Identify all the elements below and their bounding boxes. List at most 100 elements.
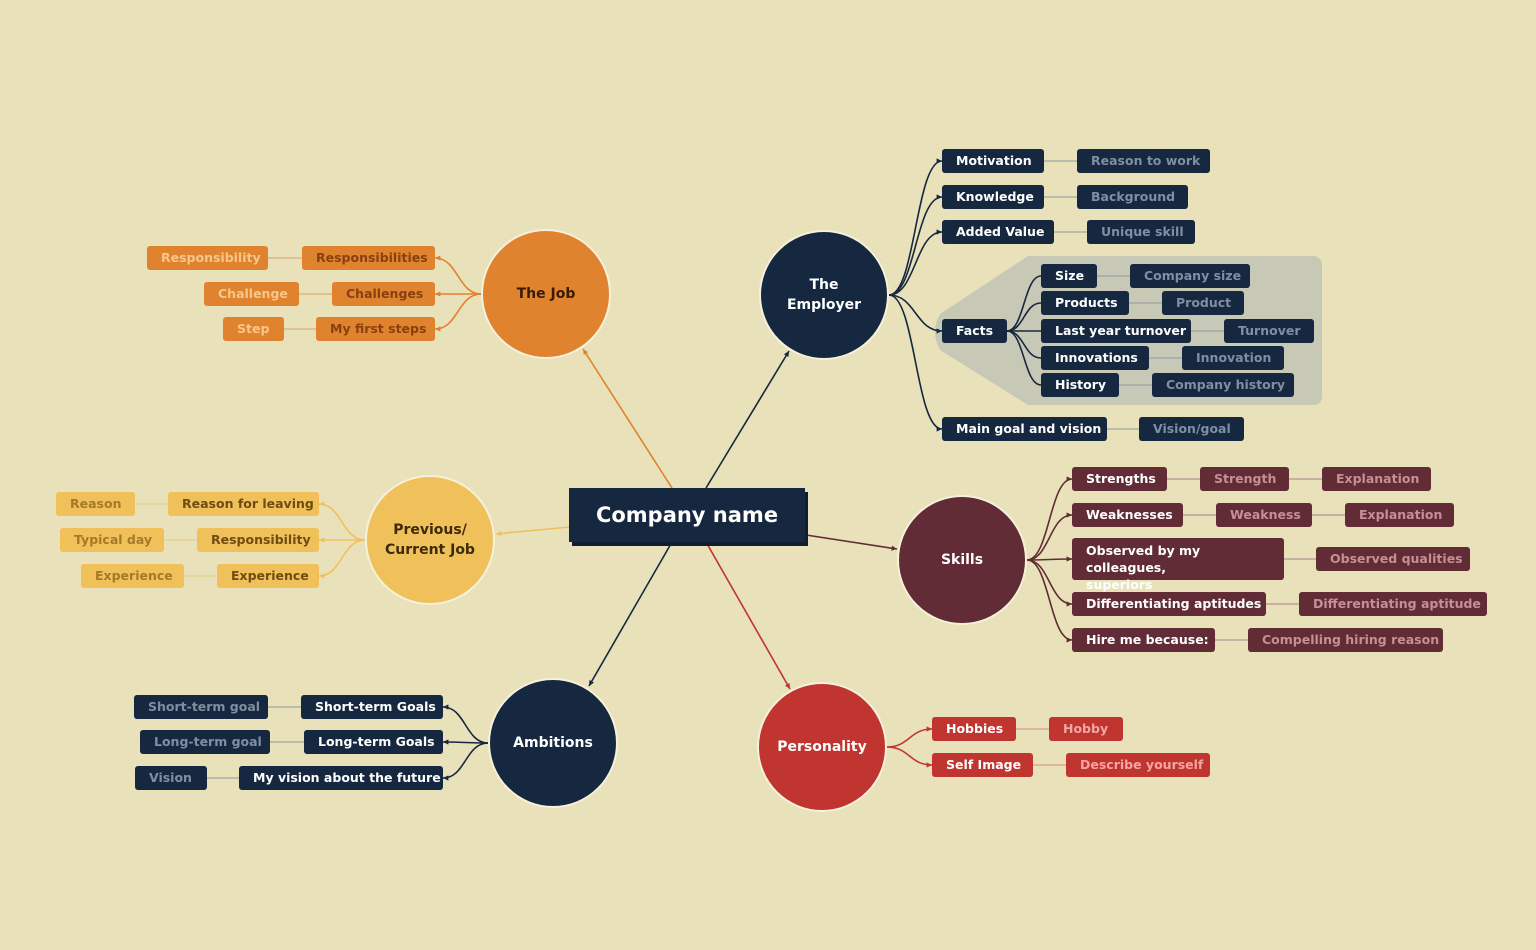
ambitions-subtopic-1[interactable]: Long-term Goals [304, 730, 443, 754]
link-employer-0-arrow [936, 158, 942, 164]
skills-subtopic-0[interactable]: Strengths [1072, 467, 1167, 491]
job-subtopic-2[interactable]: My first steps [316, 317, 435, 341]
link-employer-4-arrow [936, 426, 942, 432]
skills-subtopic-2[interactable]: Observed by my colleagues, superiors [1072, 538, 1284, 592]
skills-detail-1[interactable]: Weakness [1216, 503, 1312, 527]
employer-subtopic-4[interactable]: Main goal and vision [942, 417, 1107, 441]
personality-detail-0[interactable]: Hobby [1049, 717, 1123, 741]
job-subtopic-0[interactable]: Responsibilities [302, 246, 435, 270]
link-employer-2-arrow [936, 229, 942, 235]
personality-subtopic-0[interactable]: Hobbies [932, 717, 1016, 741]
job-detail-0[interactable]: Responsibility [147, 246, 268, 270]
link-ambitions-2-arrow [443, 775, 449, 781]
link-job-2 [434, 293, 482, 330]
link-center-previous-arrow [496, 530, 502, 537]
facts-item-3[interactable]: Innovations [1041, 346, 1149, 370]
skills-detail-0[interactable]: Strength [1200, 467, 1289, 491]
link-employer-0 [888, 160, 943, 296]
ambitions-detail-2[interactable]: Vision [135, 766, 207, 790]
link-previous-1-arrow [319, 537, 325, 543]
skills-subtopic-3[interactable]: Differentiating aptitudes [1072, 592, 1266, 616]
previous-detail-1[interactable]: Typical day [60, 528, 164, 552]
main-topic-skills[interactable]: Skills [897, 495, 1027, 625]
facts-detail-0[interactable]: Company size [1130, 264, 1250, 288]
link-job-2-arrow [435, 326, 441, 332]
link-employer-1 [888, 196, 943, 296]
ambitions-detail-1[interactable]: Long-term goal [140, 730, 270, 754]
job-subtopic-1[interactable]: Challenges [332, 282, 435, 306]
link-center-employer [705, 350, 790, 489]
facts-item-4[interactable]: History [1041, 373, 1119, 397]
link-center-personality-arrow [785, 683, 790, 689]
employer-subtopic-facts[interactable]: Facts [942, 319, 1007, 343]
skills-detail2-0[interactable]: Explanation [1322, 467, 1431, 491]
personality-subtopic-1[interactable]: Self Image [932, 753, 1033, 777]
personality-detail-1[interactable]: Describe yourself [1066, 753, 1210, 777]
link-previous-0-arrow [319, 501, 325, 507]
main-topic-employer[interactable]: The Employer [759, 230, 889, 360]
ambitions-subtopic-2[interactable]: My vision about the future [239, 766, 443, 790]
employer-subtopic-0[interactable]: Motivation [942, 149, 1044, 173]
main-topic-previous[interactable]: Previous/ Current Job [365, 475, 495, 605]
central-topic[interactable]: Company name [569, 488, 805, 542]
link-personality-1-arrow [926, 762, 932, 768]
employer-detail-0[interactable]: Reason to work [1077, 149, 1210, 173]
link-skills-3 [1026, 559, 1073, 605]
main-topic-ambitions[interactable]: Ambitions [488, 678, 618, 808]
skills-detail-3[interactable]: Differentiating aptitude [1299, 592, 1487, 616]
link-facts-4 [1006, 330, 1042, 386]
skills-detail-2[interactable]: Observed qualities [1316, 547, 1470, 571]
link-center-employer-arrow [783, 351, 789, 357]
facts-item-2[interactable]: Last year turnover [1041, 319, 1191, 343]
link-skills-3-arrow [1066, 601, 1072, 607]
skills-detail-4[interactable]: Compelling hiring reason [1248, 628, 1443, 652]
skills-detail2-1[interactable]: Explanation [1345, 503, 1454, 527]
link-skills-0-arrow [1066, 476, 1072, 482]
facts-detail-3[interactable]: Innovation [1182, 346, 1284, 370]
previous-subtopic-1[interactable]: Responsibility [197, 528, 319, 552]
facts-detail-2[interactable]: Turnover [1224, 319, 1314, 343]
facts-detail-4[interactable]: Company history [1152, 373, 1294, 397]
employer-subtopic-2[interactable]: Added Value [942, 220, 1054, 244]
ambitions-subtopic-0[interactable]: Short-term Goals [301, 695, 443, 719]
previous-subtopic-0[interactable]: Reason for leaving [168, 492, 319, 516]
link-employer-3 [888, 294, 943, 332]
link-center-job [582, 348, 673, 489]
link-center-ambitions-arrow [589, 680, 594, 686]
link-center-skills-arrow [891, 545, 897, 551]
skills-subtopic-1[interactable]: Weaknesses [1072, 503, 1183, 527]
facts-item-0[interactable]: Size [1041, 264, 1097, 288]
facts-detail-1[interactable]: Product [1162, 291, 1244, 315]
job-detail-1[interactable]: Challenge [204, 282, 299, 306]
link-ambitions-1-arrow [443, 739, 449, 745]
main-topic-personality[interactable]: Personality [757, 682, 887, 812]
skills-subtopic-4[interactable]: Hire me because: [1072, 628, 1215, 652]
link-skills-1 [1026, 514, 1073, 561]
facts-item-1[interactable]: Products [1041, 291, 1129, 315]
employer-subtopic-1[interactable]: Knowledge [942, 185, 1044, 209]
link-center-previous [495, 526, 571, 535]
link-skills-4-arrow [1066, 637, 1072, 643]
link-ambitions-2 [442, 742, 489, 779]
previous-detail-0[interactable]: Reason [56, 492, 135, 516]
ambitions-detail-0[interactable]: Short-term goal [134, 695, 268, 719]
link-center-personality [705, 541, 791, 690]
previous-detail-2[interactable]: Experience [81, 564, 184, 588]
link-facts-1 [1006, 302, 1042, 332]
link-previous-2 [318, 539, 366, 577]
main-topic-job[interactable]: The Job [481, 229, 611, 359]
link-job-0-arrow [435, 255, 441, 261]
job-detail-2[interactable]: Step [223, 317, 284, 341]
employer-detail-1[interactable]: Background [1077, 185, 1188, 209]
link-previous-0 [318, 503, 366, 541]
link-employer-3-arrow [936, 328, 942, 334]
link-center-ambitions [588, 541, 673, 687]
employer-detail-2[interactable]: Unique skill [1087, 220, 1195, 244]
previous-subtopic-2[interactable]: Experience [217, 564, 319, 588]
employer-detail-4[interactable]: Vision/goal [1139, 417, 1244, 441]
link-employer-4 [888, 294, 943, 430]
link-skills-1-arrow [1066, 512, 1072, 518]
link-personality-0-arrow [926, 726, 932, 732]
link-center-skills [805, 534, 898, 550]
